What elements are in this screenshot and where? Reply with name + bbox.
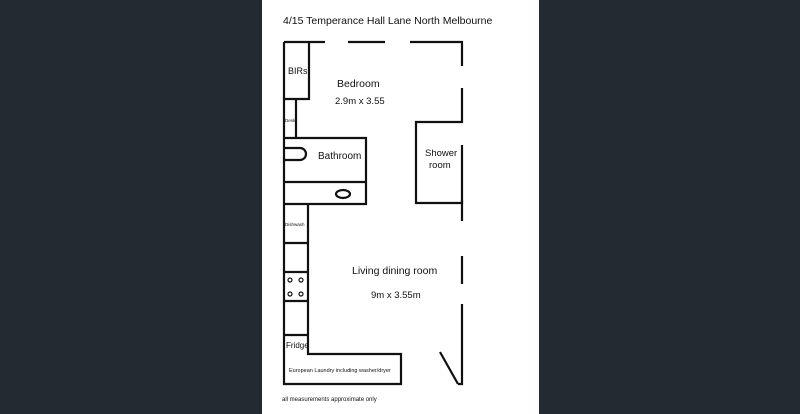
- footnote: all measurements approximate only: [282, 397, 377, 403]
- label-shower-room: room: [429, 160, 451, 171]
- label-bathroom: Bathroom: [318, 151, 361, 162]
- walls: [282, 40, 464, 386]
- label-birs: BIRs: [288, 66, 308, 76]
- bathtub: [284, 146, 308, 162]
- birs-desk: [284, 42, 311, 138]
- label-bedroom-size: 2.9m x 3.55: [335, 96, 385, 107]
- label-laundry: European Laundry including washer/dryer: [289, 368, 391, 374]
- label-fridge: Fridge: [286, 341, 309, 350]
- label-dishwasher: Dishwash: [285, 222, 305, 227]
- label-shower: Shower: [425, 148, 457, 159]
- top-wall: [284, 40, 464, 205]
- basin: [334, 188, 352, 200]
- door-swing: [439, 351, 459, 385]
- left-wall: [282, 42, 403, 386]
- label-living: Living dining room: [352, 265, 437, 277]
- right-wall: [458, 200, 464, 386]
- label-bedroom: Bedroom: [337, 78, 380, 90]
- cooktop-icon: [287, 277, 304, 297]
- bathroom-walls: [284, 136, 368, 206]
- kitchen-dividers: [284, 241, 308, 337]
- label-desk: Desk: [285, 118, 296, 123]
- plan-title: 4/15 Temperance Hall Lane North Melbourn…: [283, 15, 493, 27]
- label-living-size: 9m x 3.55m: [371, 290, 421, 301]
